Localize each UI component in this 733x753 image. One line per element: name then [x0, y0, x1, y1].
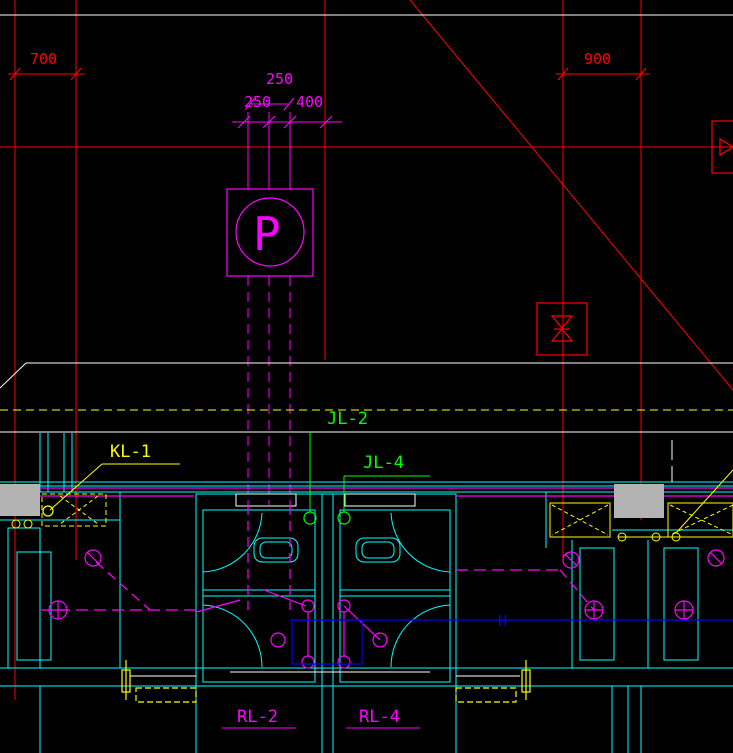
arrow-marker-icon: [711, 120, 733, 174]
dim-text-250-sub: 250: [244, 93, 271, 111]
dim-text-700: 700: [30, 50, 57, 68]
dimension-right: 900: [556, 50, 650, 81]
label-h: H: [498, 612, 507, 630]
dim-text-250-top: 250: [266, 70, 293, 88]
blue-pipe-h: [290, 619, 733, 665]
label-rl2: RL-2: [237, 707, 278, 727]
ac-unit-left[interactable]: [0, 484, 107, 529]
pipe-shaft-lines: [247, 112, 291, 505]
white-detail-lines: [130, 493, 520, 677]
red-grid-lines: [0, 0, 733, 700]
cyan-walls: [0, 433, 733, 753]
parking-letter: P: [253, 207, 281, 261]
label-jl2: JL-2: [327, 409, 368, 429]
riser-rl4[interactable]: RL-4: [346, 707, 420, 729]
valve-icon[interactable]: [536, 302, 588, 356]
condensate-kl1[interactable]: KL-1: [42, 442, 180, 517]
label-kl1: KL-1: [110, 442, 151, 462]
parking-symbol[interactable]: P: [226, 188, 314, 277]
dim-text-400-sub: 400: [296, 93, 323, 111]
dim-text-900: 900: [584, 50, 611, 68]
slab-outline: [0, 362, 733, 389]
riser-rl2[interactable]: RL-2: [222, 707, 296, 729]
dimension-left: 700: [8, 50, 85, 81]
ac-unit-right[interactable]: [549, 440, 733, 542]
riser-jl4[interactable]: JL-4: [337, 453, 430, 525]
label-rl4: RL-4: [359, 707, 400, 727]
riser-jl2[interactable]: JL-2: [303, 409, 368, 525]
yellow-gate-valves: [121, 660, 531, 703]
label-jl4: JL-4: [363, 453, 404, 473]
